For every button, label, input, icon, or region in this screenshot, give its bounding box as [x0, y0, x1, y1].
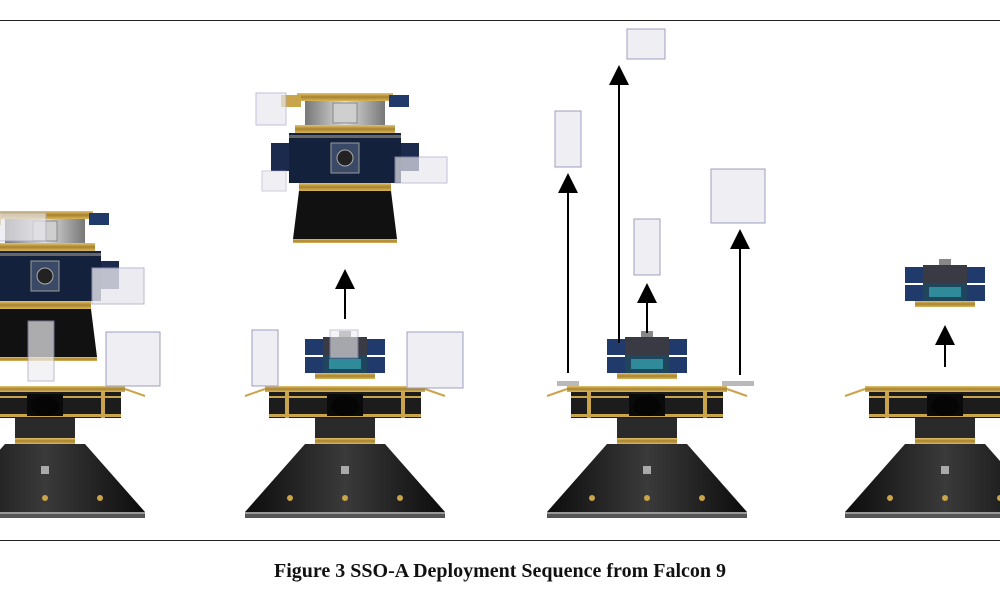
figure-top-rule [0, 20, 1000, 21]
figure-caption: Figure 3 SSO-A Deployment Sequence from … [273, 560, 727, 582]
panel-stage-1 [0, 210, 161, 519]
figure-bottom-rule [0, 540, 1000, 541]
panel-stage-4 [844, 259, 1000, 519]
panel-stage-2 [244, 92, 464, 519]
deployment-sequence-illustration [0, 28, 1000, 519]
panel-stage-3 [546, 28, 766, 519]
